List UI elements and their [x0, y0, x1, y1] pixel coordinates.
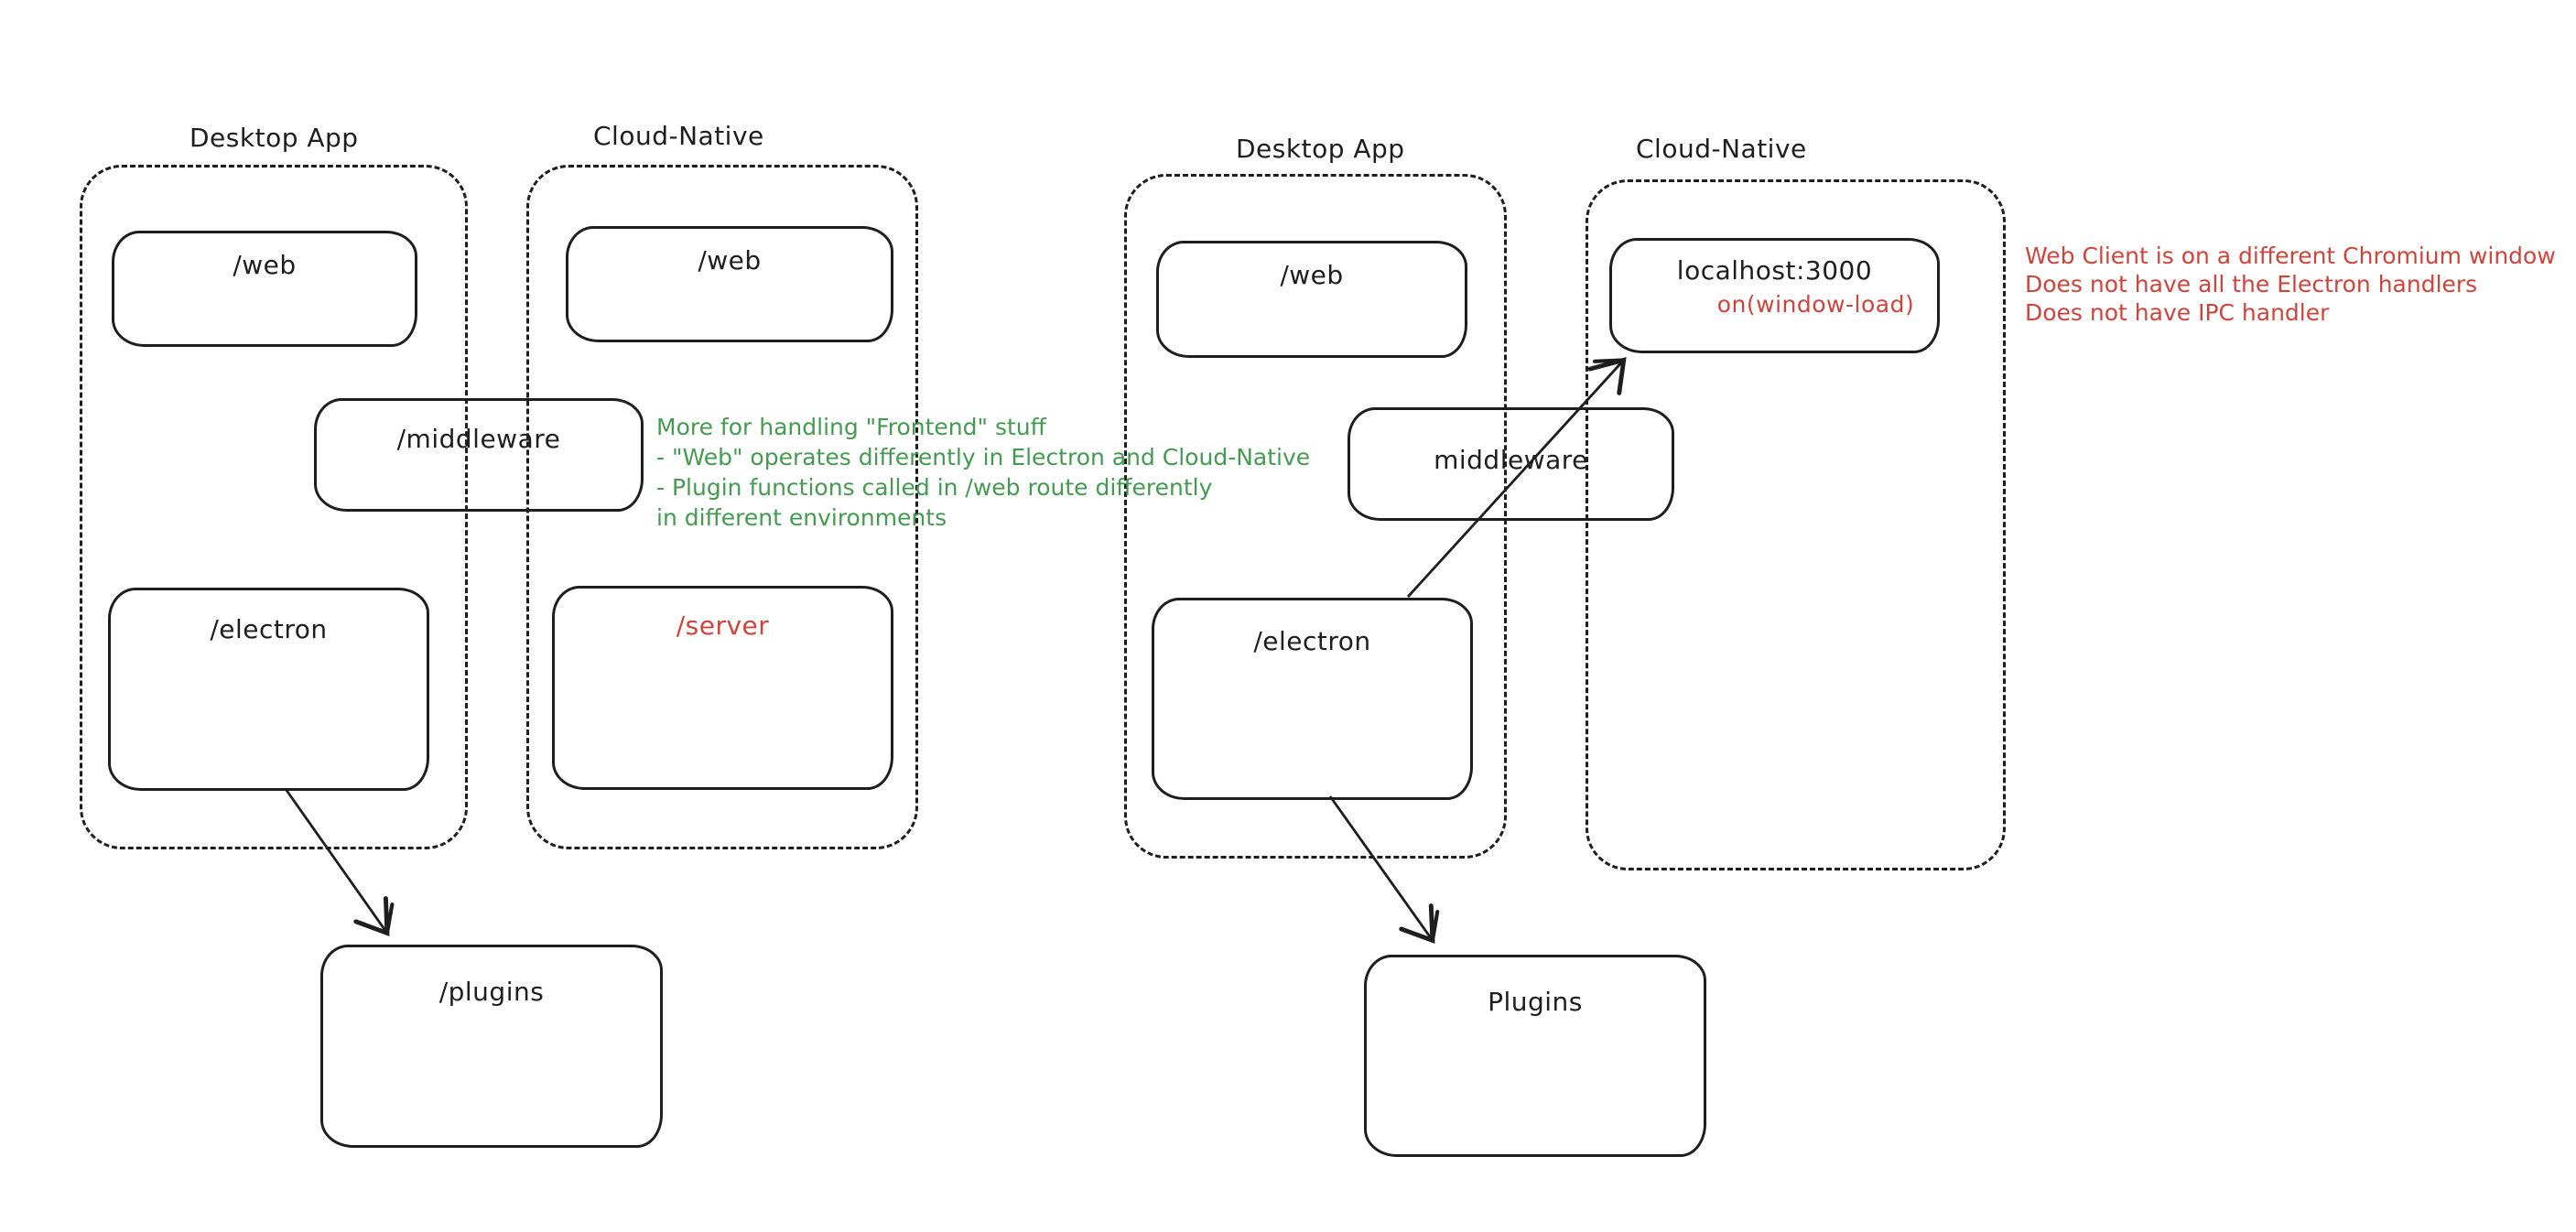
right-middleware-box: middleware	[1348, 407, 1674, 521]
right-localhost-label: localhost:3000	[1676, 255, 1873, 286]
right-localhost-box: localhost:3000 on(window-load)	[1609, 238, 1940, 353]
left-desktop-web-box: /web	[112, 231, 417, 347]
green-annotation-line-2: - "Web" operates differently in Electron…	[656, 444, 1311, 470]
right-cloud-native-title: Cloud-Native	[1636, 134, 1807, 164]
red-annotation-line-3: Does not have IPC handler	[2025, 299, 2330, 326]
left-desktop-web-label: /web	[233, 250, 297, 280]
right-electron-box: /electron	[1152, 598, 1473, 800]
left-cloud-web-label: /web	[698, 245, 762, 276]
right-plugins-box: Plugins	[1364, 955, 1706, 1157]
left-middleware-box: /middleware	[314, 398, 644, 512]
right-middleware-label: middleware	[1434, 445, 1588, 475]
left-plugins-label: /plugins	[438, 977, 545, 1007]
left-desktop-app-container	[80, 165, 468, 849]
right-plugins-label: Plugins	[1488, 987, 1583, 1017]
left-plugins-box: /plugins	[320, 945, 663, 1148]
right-electron-label: /electron	[1253, 626, 1371, 656]
right-desktop-app-title: Desktop App	[1236, 134, 1405, 164]
green-annotation-line-4: in different environments	[656, 504, 947, 531]
red-annotation: Web Client is on a different Chromium wi…	[2025, 242, 2556, 327]
right-window-load-label: on(window-load)	[1716, 291, 1915, 318]
right-web-label: /web	[1280, 260, 1344, 290]
right-web-box: /web	[1156, 241, 1467, 358]
green-annotation: More for handling "Frontend" stuff - "We…	[656, 412, 1310, 533]
left-electron-label: /electron	[210, 614, 328, 644]
red-annotation-line-1: Web Client is on a different Chromium wi…	[2025, 243, 2556, 269]
left-cloud-native-container	[526, 165, 918, 849]
left-cloud-native-title: Cloud-Native	[593, 121, 764, 151]
green-annotation-line-3: - Plugin functions called in /web route …	[656, 474, 1213, 501]
left-electron-box: /electron	[108, 588, 429, 791]
left-server-box: /server	[552, 586, 893, 790]
left-cloud-web-box: /web	[566, 226, 893, 342]
left-middleware-label: /middleware	[396, 424, 561, 454]
left-server-label: /server	[676, 611, 770, 641]
left-desktop-app-title: Desktop App	[189, 123, 359, 153]
green-annotation-line-1: More for handling "Frontend" stuff	[656, 414, 1046, 440]
red-annotation-line-2: Does not have all the Electron handlers	[2025, 271, 2478, 297]
